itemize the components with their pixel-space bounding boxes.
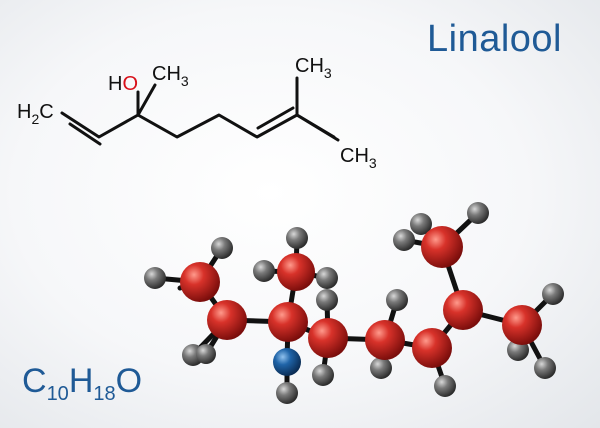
- vinyl-double-bond: [68, 122, 102, 146]
- ball-and-stick-model: [144, 202, 564, 404]
- carbon-chain: [60, 90, 336, 139]
- ch3-label-top: CH3: [295, 55, 332, 81]
- molecular-formula: C10H18O: [22, 362, 143, 405]
- skeletal-formula: [60, 76, 340, 146]
- oxygen-atom: [273, 348, 301, 376]
- title: Linalool: [427, 18, 562, 60]
- h2c-label: H2C: [17, 101, 54, 127]
- carbon-atoms: [180, 226, 542, 368]
- methyl-bond-right: [295, 113, 340, 142]
- alkene-double-bond: [256, 106, 295, 130]
- methyl-bond-left: [136, 83, 157, 117]
- ch3-label-left: CH3: [152, 63, 189, 89]
- hydroxyl-label: HO: [108, 73, 138, 95]
- hydrogen-atoms: [144, 202, 564, 404]
- ch3-label-right: CH3: [340, 145, 377, 171]
